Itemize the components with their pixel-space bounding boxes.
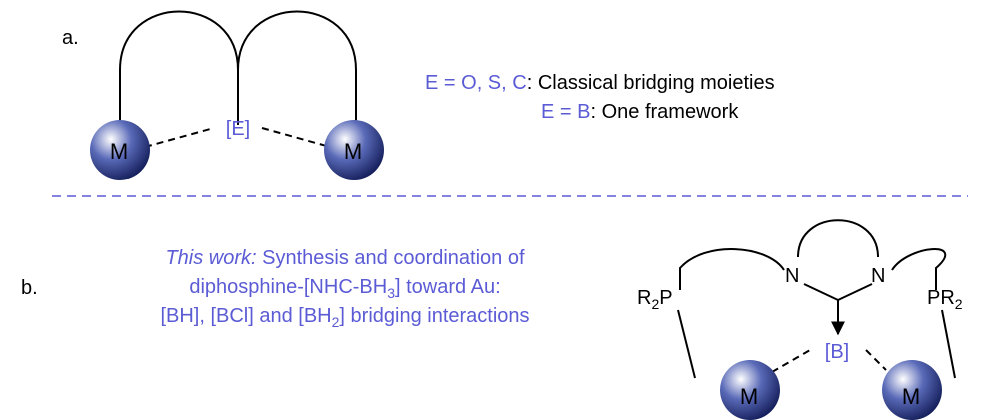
description-2-pre: diphosphine-[NHC-BH [189,276,387,298]
phosphine-right: PR2 [927,287,963,312]
bond-p-m-right [941,309,956,379]
r2p-sub: 2 [651,296,659,312]
dashed-bond-right [261,127,331,148]
metal-label-right: M [344,139,362,164]
description-line-3: [BH], [BCl] and [BH2] bridging interacti… [160,305,529,330]
legend-2-elements: B [577,101,590,123]
part-b-label: b. [21,277,38,299]
description-2-post: ] toward Au: [395,276,501,298]
metal-sphere-left [90,120,150,180]
metal-label-left: M [110,139,128,164]
bond-c-n-right [837,283,873,301]
description-3-sub: 2 [332,314,340,330]
nitrogen-right: N [871,265,885,287]
bond-p-m-left [677,309,696,379]
dashed-bond-b-m-right [865,349,887,371]
legend-1-elements: O, S, C [461,72,527,94]
r2p-r: R [637,287,651,309]
part-a-label: a. [62,27,79,49]
description-2-sub: 3 [387,285,395,301]
phosphine-left: R2P [637,287,673,312]
metal-sphere-b-left [720,360,780,420]
metal-b-label-right: M [902,384,920,409]
right-arch [237,10,357,122]
part-b: b. This work: Synthesis and coordination… [21,219,963,420]
legend-2-text: One framework [596,101,739,123]
description-line-1: This work: Synthesis and coordination of [165,247,525,269]
dashed-bond-m-b-left [771,349,811,373]
legend-2-prefix: E = [541,101,577,123]
r2p-p: P [659,287,672,309]
description-rest: Synthesis and coordination of [257,247,525,269]
metal-b-label-left: M [740,384,758,409]
left-linker-arm [679,248,785,290]
legend-1-prefix: E = [425,72,461,94]
legend-1-text: Classical bridging moieties [532,72,774,94]
legend-line-1: E = O, S, C: Classical bridging moieties [425,72,775,94]
pr2-sub: 2 [955,296,963,312]
bond-n-c-left [803,283,839,301]
pr2-p: PR [927,287,955,309]
dashed-bond-left [144,127,215,148]
bridge-atom-e: [E] [226,118,250,140]
metal-sphere-right [324,120,384,180]
legend-line-2: E = B: One framework [541,101,739,123]
left-arch [119,10,239,120]
description-line-2: diphosphine-[NHC-BH3] toward Au: [189,276,500,301]
bridge-boron: [B] [825,341,849,363]
metal-sphere-b-right [882,360,942,420]
legend-1-colon: : [527,72,533,94]
description-italic: This work: [165,247,256,269]
description-3-b: ] bridging interactions [339,305,529,327]
nitrogen-left: N [785,265,799,287]
right-linker-arm [891,248,946,290]
nhc-backbone-arch [797,219,879,258]
legend-2-colon: : [590,101,596,123]
description-3-a: [BH], [BCl] and [BH [160,305,331,327]
part-a: a. M M [E] E = O, S, C: Classical bridgi… [62,10,775,180]
